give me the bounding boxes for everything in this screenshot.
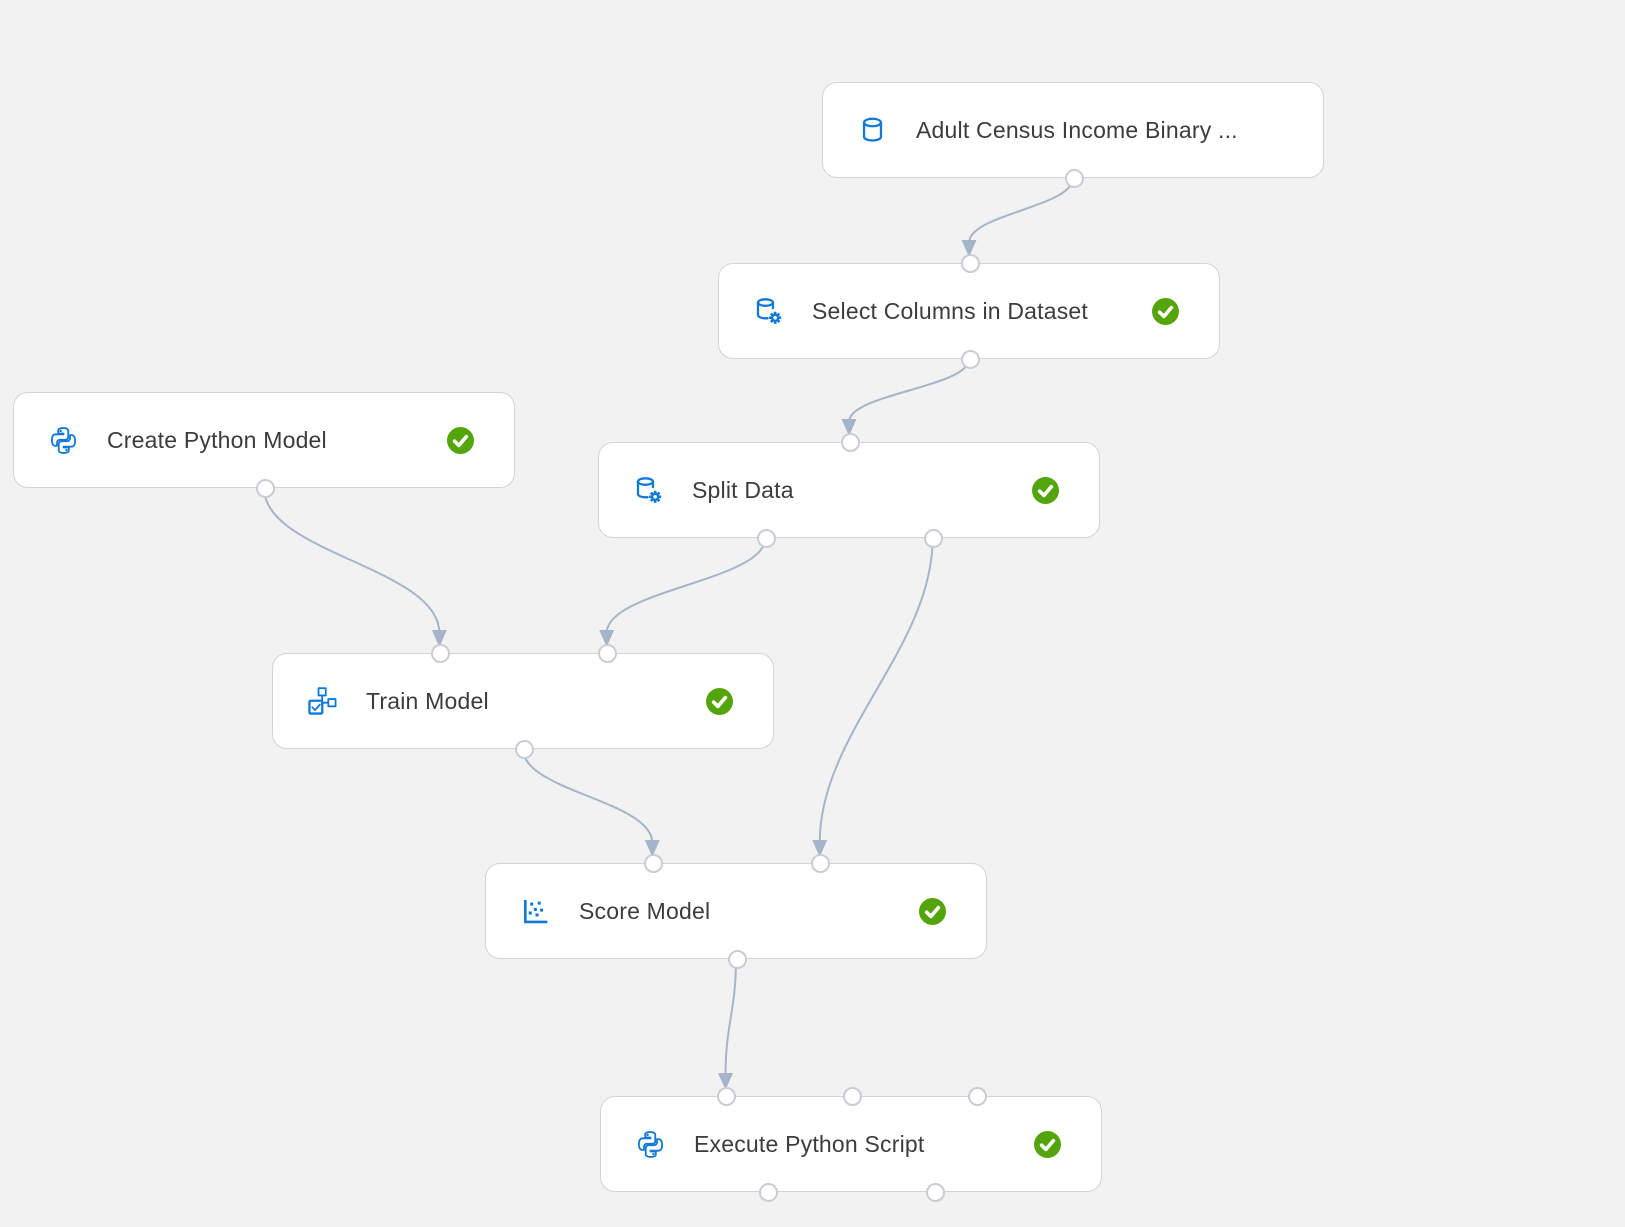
input-port-2[interactable] bbox=[968, 1086, 987, 1106]
connection-adult-census-dataset-to-select-columns-in-dataset[interactable] bbox=[961, 177, 1074, 257]
module-label: Adult Census Income Binary ... bbox=[916, 116, 1238, 143]
status-success-icon bbox=[919, 897, 946, 925]
output-port-0[interactable] bbox=[1064, 168, 1084, 188]
module-label: Execute Python Script bbox=[694, 1130, 925, 1157]
module-node-execute-python-script[interactable]: Execute Python Script bbox=[600, 1086, 1102, 1202]
output-port-1[interactable] bbox=[924, 528, 944, 548]
module-label: Split Data bbox=[692, 476, 794, 503]
dataset-database-icon bbox=[857, 115, 887, 145]
status-success-icon bbox=[1034, 1130, 1061, 1158]
connection-train-model-to-score-model[interactable] bbox=[522, 748, 660, 857]
output-port-0[interactable] bbox=[758, 1182, 778, 1202]
module-node-create-python-model[interactable]: Create Python Model bbox=[13, 392, 515, 498]
input-port-1[interactable] bbox=[811, 853, 831, 873]
module-node-score-model[interactable]: Score Model bbox=[485, 853, 987, 969]
input-port-0[interactable] bbox=[960, 253, 980, 273]
module-node-split-data[interactable]: Split Data bbox=[598, 432, 1100, 548]
module-label: Score Model bbox=[579, 897, 711, 924]
python-icon bbox=[635, 1129, 665, 1159]
input-port-0[interactable] bbox=[717, 1086, 736, 1106]
input-port-1[interactable] bbox=[842, 1086, 862, 1106]
connection-select-columns-in-dataset-to-split-data[interactable] bbox=[841, 358, 970, 436]
input-port-0[interactable] bbox=[430, 643, 450, 663]
status-success-icon bbox=[706, 687, 733, 715]
status-success-icon bbox=[447, 426, 474, 454]
module-label: Train Model bbox=[366, 687, 489, 714]
status-success-icon bbox=[1032, 476, 1059, 504]
input-port-0[interactable] bbox=[643, 853, 663, 873]
train-model-icon bbox=[307, 686, 337, 716]
input-port-1[interactable] bbox=[598, 643, 618, 663]
status-success-icon bbox=[1152, 297, 1179, 325]
score-model-icon bbox=[520, 896, 550, 926]
connection-score-model-to-execute-python-script[interactable] bbox=[718, 958, 737, 1090]
connection-create-python-model-to-train-model[interactable] bbox=[263, 487, 447, 647]
module-label: Select Columns in Dataset bbox=[812, 297, 1089, 324]
input-port-0[interactable] bbox=[840, 432, 860, 452]
database-gear-icon bbox=[633, 475, 663, 505]
module-node-select-columns-in-dataset[interactable]: Select Columns in Dataset bbox=[718, 253, 1220, 369]
output-port-1[interactable] bbox=[926, 1182, 946, 1202]
module-node-adult-census-dataset[interactable]: Adult Census Income Binary ... bbox=[822, 82, 1324, 188]
connection-split-data-to-score-model[interactable] bbox=[812, 537, 934, 857]
output-port-0[interactable] bbox=[727, 949, 747, 969]
module-node-train-model[interactable]: Train Model bbox=[272, 643, 774, 759]
output-port-0[interactable] bbox=[756, 528, 776, 548]
module-label: Create Python Model bbox=[107, 426, 327, 453]
output-port-0[interactable] bbox=[960, 349, 980, 369]
output-port-0[interactable] bbox=[514, 739, 534, 759]
python-icon bbox=[48, 425, 78, 455]
connection-split-data-to-train-model[interactable] bbox=[599, 537, 767, 647]
database-gear-icon bbox=[753, 296, 783, 326]
output-port-0[interactable] bbox=[255, 478, 275, 498]
